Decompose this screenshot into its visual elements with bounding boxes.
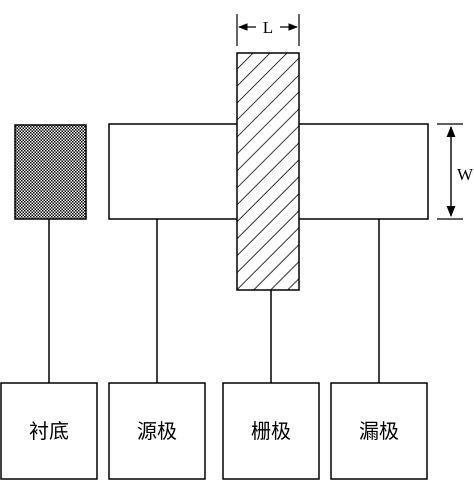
- substrate-contact-block: [14, 124, 87, 220]
- gate-terminal: 栅极: [222, 382, 320, 480]
- source-terminal: 源极: [108, 382, 206, 480]
- source-label: 源极: [137, 419, 177, 443]
- gate-label: 栅极: [251, 419, 291, 443]
- gate-poly-rect: [236, 52, 300, 291]
- width-label: W: [457, 165, 474, 184]
- length-label: L: [263, 18, 273, 37]
- substrate-terminal: 衬底: [0, 382, 98, 480]
- drain-label: 漏极: [359, 419, 399, 443]
- substrate-label: 衬底: [29, 419, 69, 443]
- drain-terminal: 漏极: [330, 382, 428, 480]
